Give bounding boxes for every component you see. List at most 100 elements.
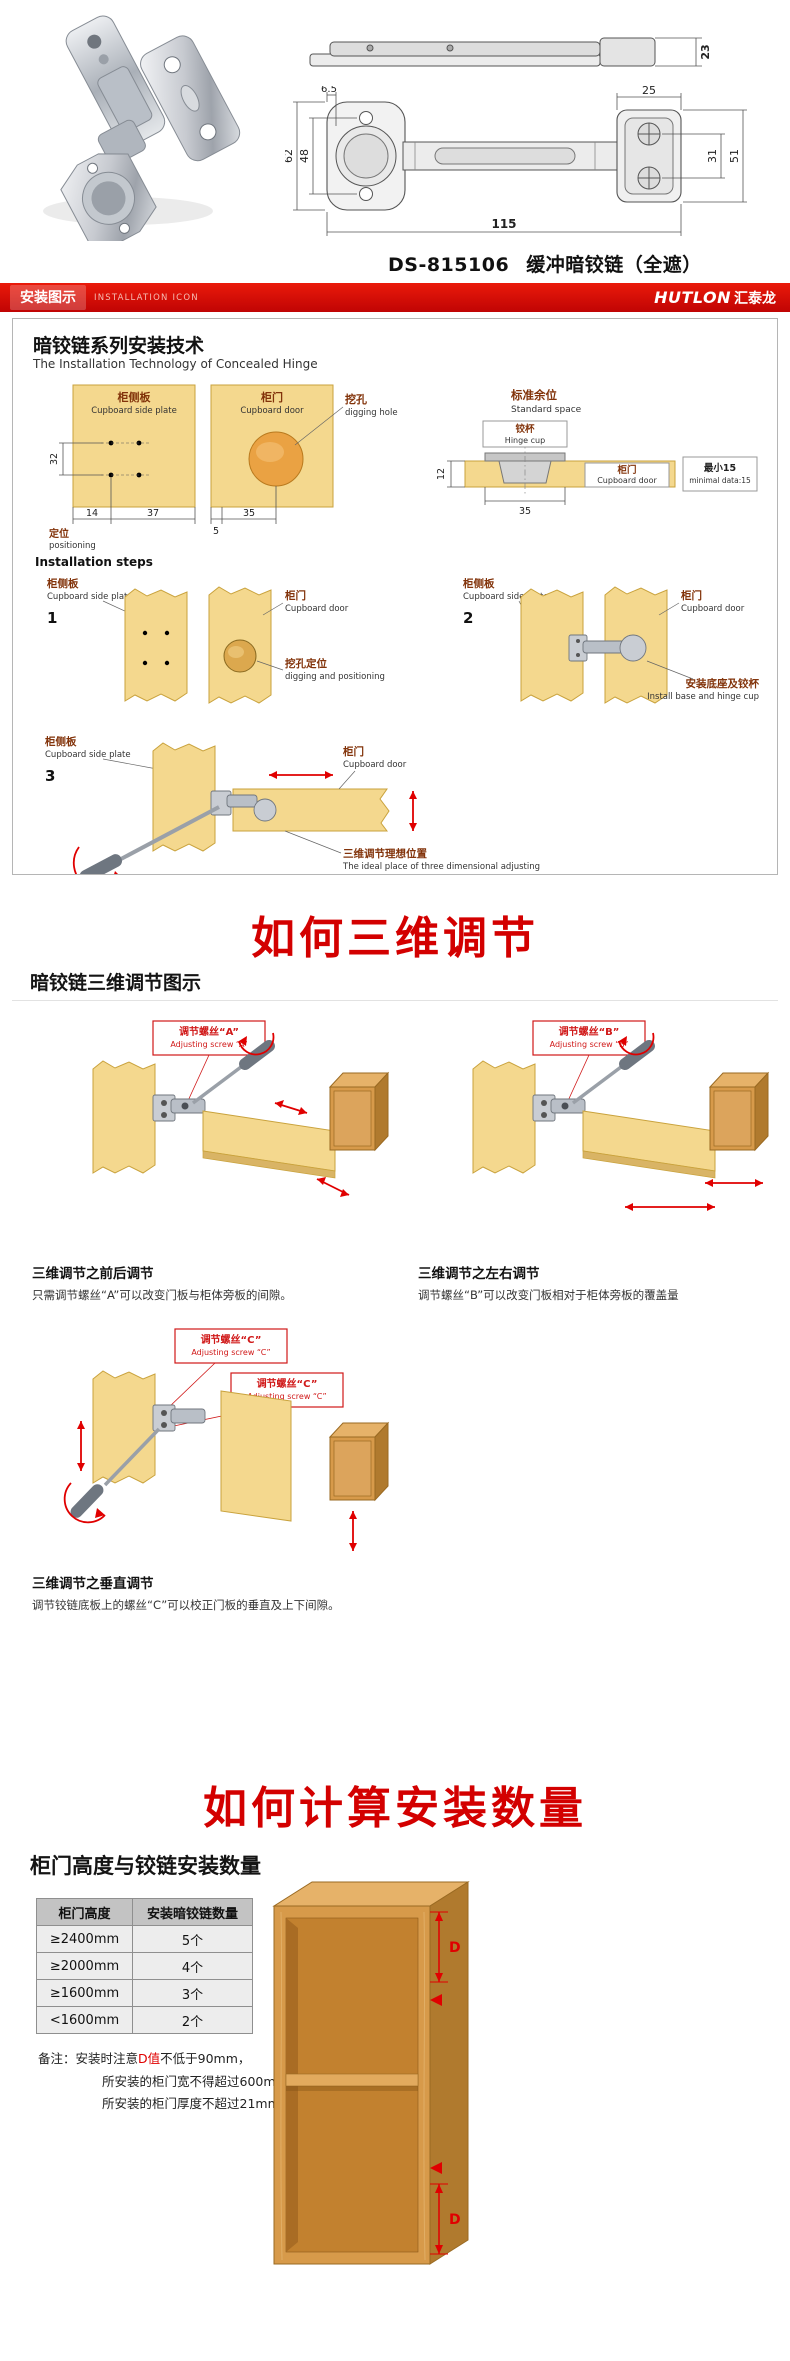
side-plate-label-cn: 柜侧板	[117, 390, 152, 404]
cabinet-illustration: D D	[272, 1881, 470, 2265]
hinge-cup-label-cn: 铰杯	[515, 423, 535, 435]
step1-action-cn: 挖孔定位	[285, 657, 327, 670]
adjust-caption-a: 三维调节之前后调节 只需调节螺丝“A”可以改变门板与柜体旁板的间隙。	[32, 1262, 372, 1305]
product-code: DS-815106	[388, 254, 510, 276]
section-title-adjust: 如何三维调节	[251, 913, 539, 964]
step3-number: 3	[45, 767, 55, 785]
table-row: ≥2400mm 5个	[36, 1925, 253, 1953]
front-view-drawing: 6.5 25 62 48 31 51 115	[285, 86, 747, 236]
cell-qty-4: 2个	[132, 2006, 253, 2034]
cell-height-2: ≥2000mm	[36, 1952, 133, 1980]
cell-height-4: <1600mm	[36, 2006, 133, 2034]
step1-door-cn: 柜门	[284, 589, 306, 602]
step1-door-en: Cupboard door	[285, 604, 349, 614]
dim-6-5: 6.5	[321, 86, 337, 95]
positioning-diagram: 柜侧板 Cupboard side plate 32 14 37 定位 posi…	[49, 384, 758, 551]
step3-door-cn: 柜门	[342, 745, 364, 758]
dim-25: 25	[642, 86, 656, 97]
dim-32: 32	[49, 453, 60, 465]
col-header-hinge-qty: 安装暗铰链数量	[132, 1898, 253, 1926]
hinge-quantity-table: 柜门高度 安装暗铰链数量 ≥2400mm 5个 ≥2000mm 4个 ≥1600…	[36, 1898, 253, 2034]
product-title: DS-815106 缓冲暗铰链（全遮）	[388, 250, 702, 277]
cabinet-cube-a	[316, 1071, 390, 1197]
d-label-top: D	[449, 1940, 461, 1956]
caption-c-title: 三维调节之垂直调节	[32, 1576, 154, 1592]
screw-c-label-en-1: Adjusting screw “C”	[191, 1348, 270, 1357]
note-line1: 备注：安装时注意D值不低于90mm，	[38, 2051, 250, 2066]
step2-number: 2	[463, 609, 473, 627]
screw-c-label-cn-1: 调节螺丝“C”	[201, 1333, 262, 1346]
cell-height-3: ≥1600mm	[36, 1979, 133, 2007]
note-line2: 所安装的柜门宽不得超过600mm，	[102, 2073, 301, 2089]
installation-step-3: 柜侧板 Cupboard side plate 3 柜门 Cupboard do…	[44, 735, 540, 874]
standard-space-cn: 标准余位	[510, 388, 557, 402]
screw-c-label-cn-2: 调节螺丝“C”	[257, 1377, 318, 1390]
cabinet-cube-c	[328, 1421, 390, 1551]
positioning-label-cn: 定位	[49, 527, 69, 540]
step1-number: 1	[47, 609, 57, 627]
section-title-quantity: 如何计算安装数量	[203, 1783, 587, 1834]
cell-qty-1: 5个	[132, 1925, 253, 1953]
dim-5: 5	[213, 526, 219, 537]
brand-logo-cn: 汇泰龙	[734, 290, 776, 307]
cell-qty-3: 3个	[132, 1979, 253, 2007]
step2-door-cn: 柜门	[680, 589, 702, 602]
step2-door-en: Cupboard door	[681, 604, 745, 614]
cell-height-1: ≥2400mm	[36, 1925, 133, 1953]
screw-a-label-en: Adjusting screw “A”	[170, 1040, 247, 1049]
dim-48: 48	[298, 149, 311, 163]
adjust-diagram-c: 调节螺丝“C” Adjusting screw “C” 调节螺丝“C” Adju…	[63, 1328, 390, 1551]
step-2: 柜侧板 Cupboard side plate 2 柜门 Cupboard do…	[462, 577, 760, 704]
door-box-label-cn: 柜门	[616, 464, 636, 476]
d-label-bottom: D	[449, 2212, 461, 2228]
product-photo	[43, 15, 241, 241]
banner-title: 安装图示	[10, 285, 86, 310]
hinge-illustration	[60, 15, 241, 241]
digging-label-en: digging hole	[345, 408, 398, 418]
dim-37: 37	[147, 508, 159, 519]
dimension-d-top: D	[430, 1911, 461, 1983]
side-plate-label-en: Cupboard side plate	[91, 406, 177, 416]
door-label-cn: 柜门	[260, 390, 283, 404]
step2-action-cn: 安装底座及铰杯	[686, 677, 760, 690]
table-row: ≥2000mm 4个	[36, 1952, 253, 1980]
dim-14: 14	[86, 508, 98, 519]
note-line3: 所安装的柜门厚度不超过21mm。	[102, 2096, 293, 2111]
dim-35: 35	[243, 508, 255, 519]
step3-side-en: Cupboard side plate	[45, 750, 131, 760]
screw-b-label-en: Adjusting screw “B”	[550, 1040, 629, 1049]
note-line1-rest: 不低于90mm，	[160, 2051, 251, 2066]
step1-side-cn: 柜侧板	[46, 577, 79, 590]
cell-qty-2: 4个	[132, 1952, 253, 1980]
note-prefix: 备注：安装时注意	[38, 2051, 139, 2066]
adjust-caption-b: 三维调节之左右调节 调节螺丝“B”可以改变门板相对于柜体旁板的覆盖量	[418, 1262, 758, 1305]
hinge-cup-label-en: Hinge cup	[505, 436, 545, 445]
quantity-header: 柜门高度与铰链安装数量	[30, 1854, 261, 1878]
installation-steps-title: Installation steps	[35, 555, 153, 569]
caption-b-title: 三维调节之左右调节	[418, 1266, 540, 1282]
col-header-door-height: 柜门高度	[36, 1898, 133, 1926]
caption-a-text: 只需调节螺丝“A”可以改变门板与柜体旁板的间隙。	[32, 1288, 292, 1302]
tech-title: 暗铰链系列安装技术	[33, 335, 205, 357]
installation-note: 备注：安装时注意D值不低于90mm， 所安装的柜门宽不得超过600mm， 所安装…	[38, 2048, 300, 2116]
dim-35b: 35	[519, 506, 531, 517]
minimal-label-cn: 最小15	[704, 462, 736, 474]
digging-label-cn: 挖孔	[345, 392, 367, 406]
side-view-drawing: 23	[309, 37, 712, 67]
step3-action-cn: 三维调节理想位置	[343, 847, 427, 860]
standard-space-en: Standard space	[511, 405, 582, 415]
hinge-mark-top	[430, 1994, 442, 2006]
step3-door-en: Cupboard door	[343, 760, 407, 770]
table-row: ≥1600mm 3个	[36, 1979, 253, 2007]
tech-subtitle: The Installation Technology of Concealed…	[33, 357, 318, 371]
brand-logo-en: HUTLON	[654, 287, 731, 307]
dim-115: 115	[491, 217, 516, 231]
step2-action-en: Install base and hinge cup	[647, 692, 759, 702]
cabinet-cube-b	[705, 1071, 770, 1187]
step-1: 柜侧板 Cupboard side plate 1 柜门 Cupboard do…	[46, 577, 385, 704]
screw-c-label-en-2: Adjusting screw “C”	[247, 1392, 326, 1401]
positioning-label-en: positioning	[49, 541, 96, 551]
dim-31: 31	[706, 149, 719, 163]
dim-62: 62	[285, 149, 295, 163]
